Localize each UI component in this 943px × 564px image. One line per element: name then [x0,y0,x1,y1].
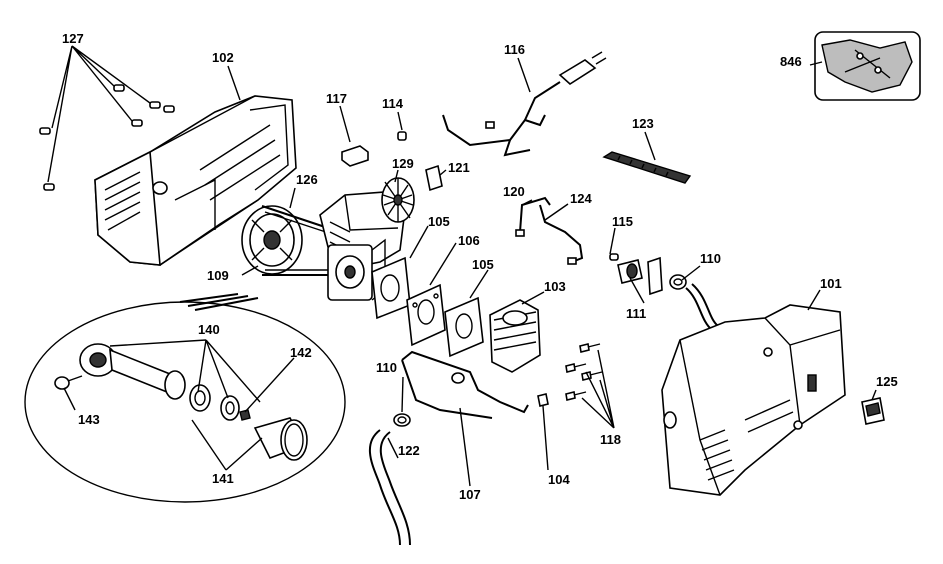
part-117-block [341,145,369,167]
label-124: 124 [570,191,592,206]
label-117: 117 [326,91,347,106]
label-126: 126 [296,172,318,187]
label-116: 116 [504,42,525,57]
part-labels: 127 102 117 114 116 123 846 129 121 126 … [62,31,898,502]
part-111-tube [685,283,719,331]
part-141-cylinder-sleeve [253,417,308,461]
label-106: 106 [458,233,480,248]
label-103: 103 [544,279,566,294]
label-142: 142 [290,345,312,360]
label-105b: 105 [472,257,494,272]
part-129-fan [381,177,415,223]
part-125-switch [861,397,885,425]
label-123: 123 [632,116,654,131]
label-125: 125 [876,374,898,389]
label-120: 120 [503,184,525,199]
label-114: 114 [382,96,404,111]
label-107: 107 [459,487,481,502]
label-122: 122 [398,443,420,458]
part-122-hose [369,429,411,546]
part-104-fitting [537,393,549,407]
part-140-connecting-rod [79,343,240,421]
label-118: 118 [600,432,621,447]
leader-lines [63,57,877,487]
label-127: 127 [62,31,84,46]
label-104: 104 [548,472,570,487]
part-846-kit [814,31,921,101]
label-105a: 105 [428,214,450,229]
part-127-screws [39,45,175,191]
label-111: 111 [626,306,646,321]
part-123-strip [602,151,692,184]
label-109: 109 [207,268,229,283]
label-846: 846 [780,54,802,69]
part-114-nut [397,131,407,141]
label-129: 129 [392,156,414,171]
part-110-lower-fitting [393,413,411,427]
label-140: 140 [198,322,220,337]
part-110-upper-fitting [669,274,687,290]
part-101-front-shroud [661,304,846,496]
part-121-clip [425,164,443,192]
part-143-screw [54,375,83,390]
label-143: 143 [78,412,100,427]
part-120-wire [515,196,551,237]
part-105-gasket-left [371,256,411,320]
part-116-power-cord [442,51,607,157]
part-103-cylinder-head [489,299,541,373]
part-105-gasket-right [444,296,484,358]
part-118-bolts [565,343,615,429]
part-106-valve-plate [406,283,446,347]
label-110-upper: 110 [700,251,721,266]
label-102: 102 [212,50,234,65]
part-115-valve [609,253,663,296]
part-124-wire [539,204,584,265]
detail-inset [24,293,346,503]
label-141: 141 [212,471,234,486]
part-107-tube [401,350,529,419]
part-102-rear-shroud [94,95,297,266]
label-115: 115 [612,214,633,229]
label-110-lower: 110 [376,360,397,375]
label-121: 121 [448,160,470,175]
label-101: 101 [820,276,842,291]
